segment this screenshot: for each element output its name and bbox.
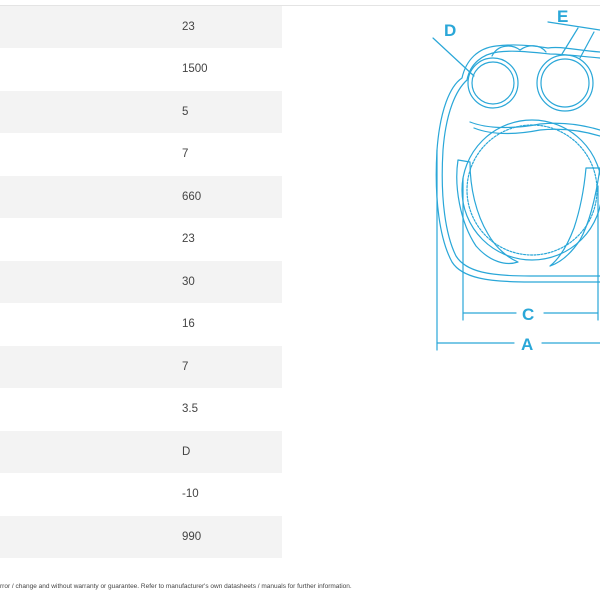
profile-top-right-circle-inner (540, 58, 590, 108)
dim-label-e: E (557, 7, 568, 26)
disclaimer-footnote: rror / change and without warranty or gu… (0, 583, 352, 590)
table-row: 30 (0, 261, 282, 304)
dim-e-line (547, 21, 600, 31)
table-row: 1500 (0, 49, 282, 91)
profile-right-wing (549, 167, 600, 267)
table-row: -10 (0, 474, 282, 516)
profile-outer-left (435, 44, 600, 283)
dim-label-c: C (522, 305, 534, 324)
profile-top-loop (491, 45, 547, 57)
spec-value: 7 (182, 360, 189, 373)
spec-value: 990 (182, 530, 202, 543)
dim-e-leader-2 (579, 31, 595, 59)
dim-d-leader (432, 37, 475, 77)
profile-technical-drawing: D E C A (432, 7, 600, 354)
table-row: 660 (0, 176, 282, 219)
dim-label-a: A (521, 335, 533, 354)
table-row: 990 (0, 516, 282, 559)
spec-value: 23 (182, 233, 195, 246)
table-row: 3.5 (0, 389, 282, 431)
table-row: 7 (0, 134, 282, 176)
spec-value: 16 (182, 318, 195, 331)
spec-value: 5 (182, 105, 189, 118)
profile-outer-left-inner (441, 50, 600, 277)
profile-top-left-circle-inner (471, 61, 515, 105)
profile-top-right-circle (536, 54, 594, 112)
spec-table: 23 1500 5 7 660 23 30 16 7 3.5 D -10 990 (0, 6, 282, 559)
spec-value: 1500 (182, 63, 208, 76)
table-row: 16 (0, 304, 282, 346)
spec-value: 7 (182, 148, 189, 161)
dim-e-leader-1 (561, 27, 579, 55)
spec-value: 30 (182, 275, 195, 288)
top-divider (0, 5, 600, 6)
table-row: 23 (0, 6, 282, 49)
spec-value: 660 (182, 190, 202, 203)
spec-value: 23 (182, 20, 195, 33)
table-row: 7 (0, 346, 282, 389)
profile-main-cavity-inner (466, 124, 598, 256)
spec-value: -10 (182, 488, 199, 501)
dim-label-d: D (444, 21, 456, 40)
profile-top-left-circle (467, 57, 519, 109)
profile-main-cavity (461, 119, 600, 261)
spec-value: 3.5 (182, 403, 198, 416)
profile-bridge (469, 121, 600, 131)
table-row: 5 (0, 91, 282, 134)
table-row: 23 (0, 219, 282, 261)
spec-value: D (182, 445, 191, 458)
table-row: D (0, 431, 282, 474)
